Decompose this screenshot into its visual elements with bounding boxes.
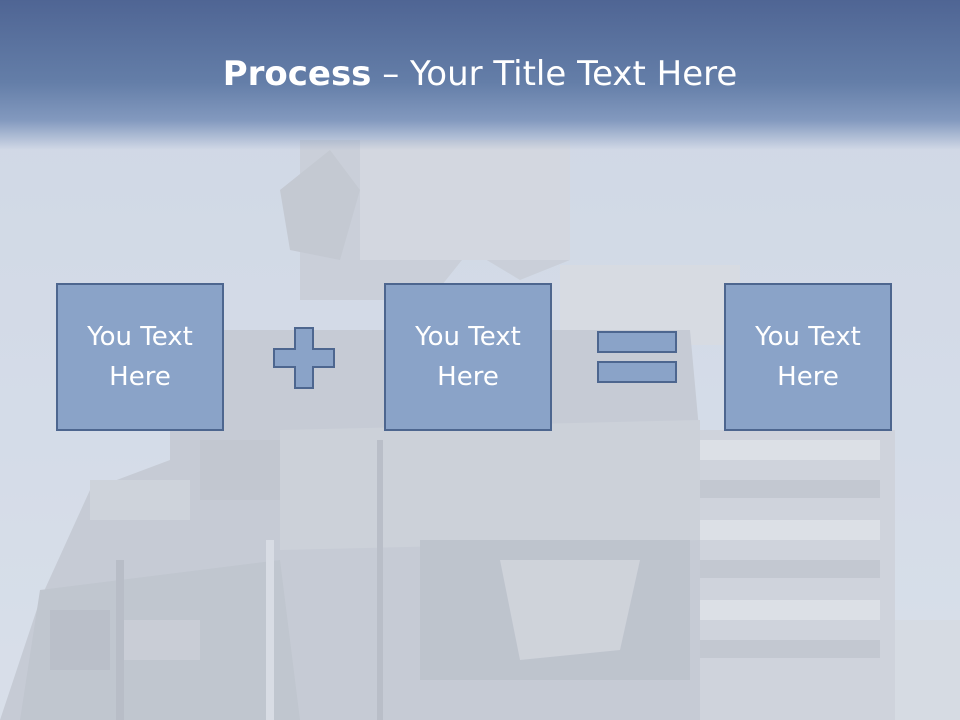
- process-box-1[interactable]: You Text Here: [56, 283, 224, 431]
- title-band: [0, 0, 960, 150]
- slide-title[interactable]: Process – Your Title Text Here: [0, 52, 960, 96]
- process-box-2[interactable]: You Text Here: [384, 283, 552, 431]
- title-bold-text: Process: [222, 54, 372, 94]
- process-box-3[interactable]: You Text Here: [724, 283, 892, 431]
- title-rest-text: – Your Title Text Here: [371, 54, 738, 94]
- equals-icon: [597, 331, 677, 383]
- plus-icon: [273, 327, 335, 389]
